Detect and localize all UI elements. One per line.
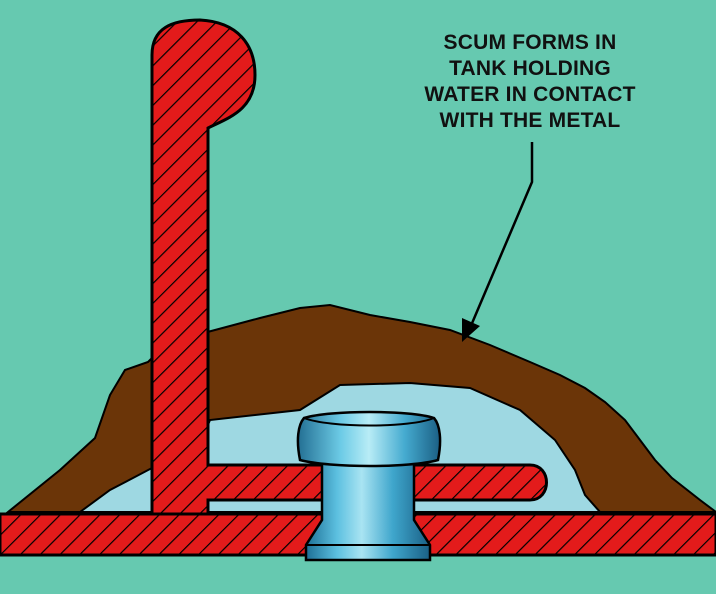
scum-callout-label: SCUM FORMS IN TANK HOLDING WATER IN CONT… xyxy=(395,30,665,134)
rivet xyxy=(296,410,442,562)
rivet-head xyxy=(296,410,442,468)
rivet-shank xyxy=(304,456,432,562)
callout-line-2: TANK HOLDING xyxy=(449,57,611,80)
callout-line-1: SCUM FORMS IN xyxy=(443,31,617,54)
callout-line-4: WITH THE METAL xyxy=(439,109,621,132)
metal-stiffener-bracket xyxy=(150,18,548,516)
callout-arrow xyxy=(462,142,534,342)
callout-line-3: WATER IN CONTACT xyxy=(424,83,636,106)
